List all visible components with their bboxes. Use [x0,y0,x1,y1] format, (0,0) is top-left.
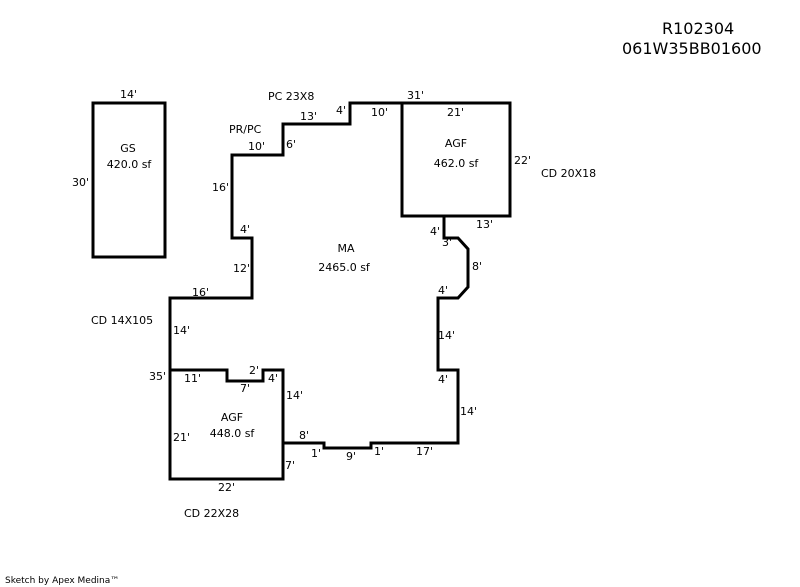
agf-bottom-dim: 11' [184,372,201,385]
ma-dim: 10' [371,106,388,119]
prpc-label: PR/PC [229,123,262,136]
gs-code: GS [120,142,136,155]
ma-dim: 1' [311,447,321,460]
agf-bottom-dim: 2' [249,364,259,377]
map-number: 061W35BB01600 [622,39,762,58]
ma-dim: 13' [300,110,317,123]
ma-area: 2465.0 sf [318,261,371,274]
ma-dim: 16' [212,181,229,194]
agf-top-dim: 21' [447,106,464,119]
ma-dim: 4' [240,223,250,236]
parcel-id: R102304 [662,19,734,38]
ma-dim: 12' [233,262,250,275]
gs-dim-top: 14' [120,88,137,101]
ma-outline-bottom [283,216,470,450]
ma-dim: 31' [407,89,424,102]
ma-dim: 14' [438,329,455,342]
agf-bottom-dim: 4' [268,372,278,385]
agf-top-outline [400,101,512,218]
cd-14x105-label: CD 14X105 [91,314,153,327]
ma-dim: 4' [430,225,440,238]
agf-top-area: 462.0 sf [434,157,480,170]
agf-bottom-dim: 7' [285,459,295,472]
agf-bottom-dim: 21' [173,431,190,444]
ma-dim: 35' [149,370,166,383]
ma-outline [168,101,402,370]
pc-label: PC 23X8 [268,90,314,103]
ma-code: MA [337,242,354,255]
ma-dim: 14' [460,405,477,418]
gs-outline [91,101,167,259]
gs-area: 420.0 sf [107,158,153,171]
ma-dim: 6' [286,138,296,151]
agf-bottom-dim: 22' [218,481,235,494]
ma-dim: 10' [248,140,265,153]
agf-top-dim: 22' [514,154,531,167]
ma-dim: 4' [438,284,448,297]
ma-dim: 8' [299,429,309,442]
ma-dim: 17' [416,445,433,458]
ma-dim: 14' [173,324,190,337]
ma-dim: 3' [442,236,452,249]
ma-dim: 8' [472,260,482,273]
agf-bottom-dim: 14' [286,389,303,402]
cd-22x28-label: CD 22X28 [184,507,239,520]
gs-dim-left: 30' [72,176,89,189]
ma-dim: 4' [438,373,448,386]
agf-top-dim: 13' [476,218,493,231]
agf-bottom-code: AGF [221,411,243,424]
ma-dim: 4' [336,104,346,117]
agf-bottom-outline [168,368,285,481]
ma-dim: 1' [374,445,384,458]
agf-bottom-area: 448.0 sf [210,427,256,440]
agf-bottom-dim: 7' [240,382,250,395]
ma-dim: 16' [192,286,209,299]
cd-20x18-label: CD 20X18 [541,167,596,180]
agf-top-code: AGF [445,137,467,150]
ma-dim: 9' [346,450,356,463]
footer-credit: Sketch by Apex Medina™ [5,576,119,586]
